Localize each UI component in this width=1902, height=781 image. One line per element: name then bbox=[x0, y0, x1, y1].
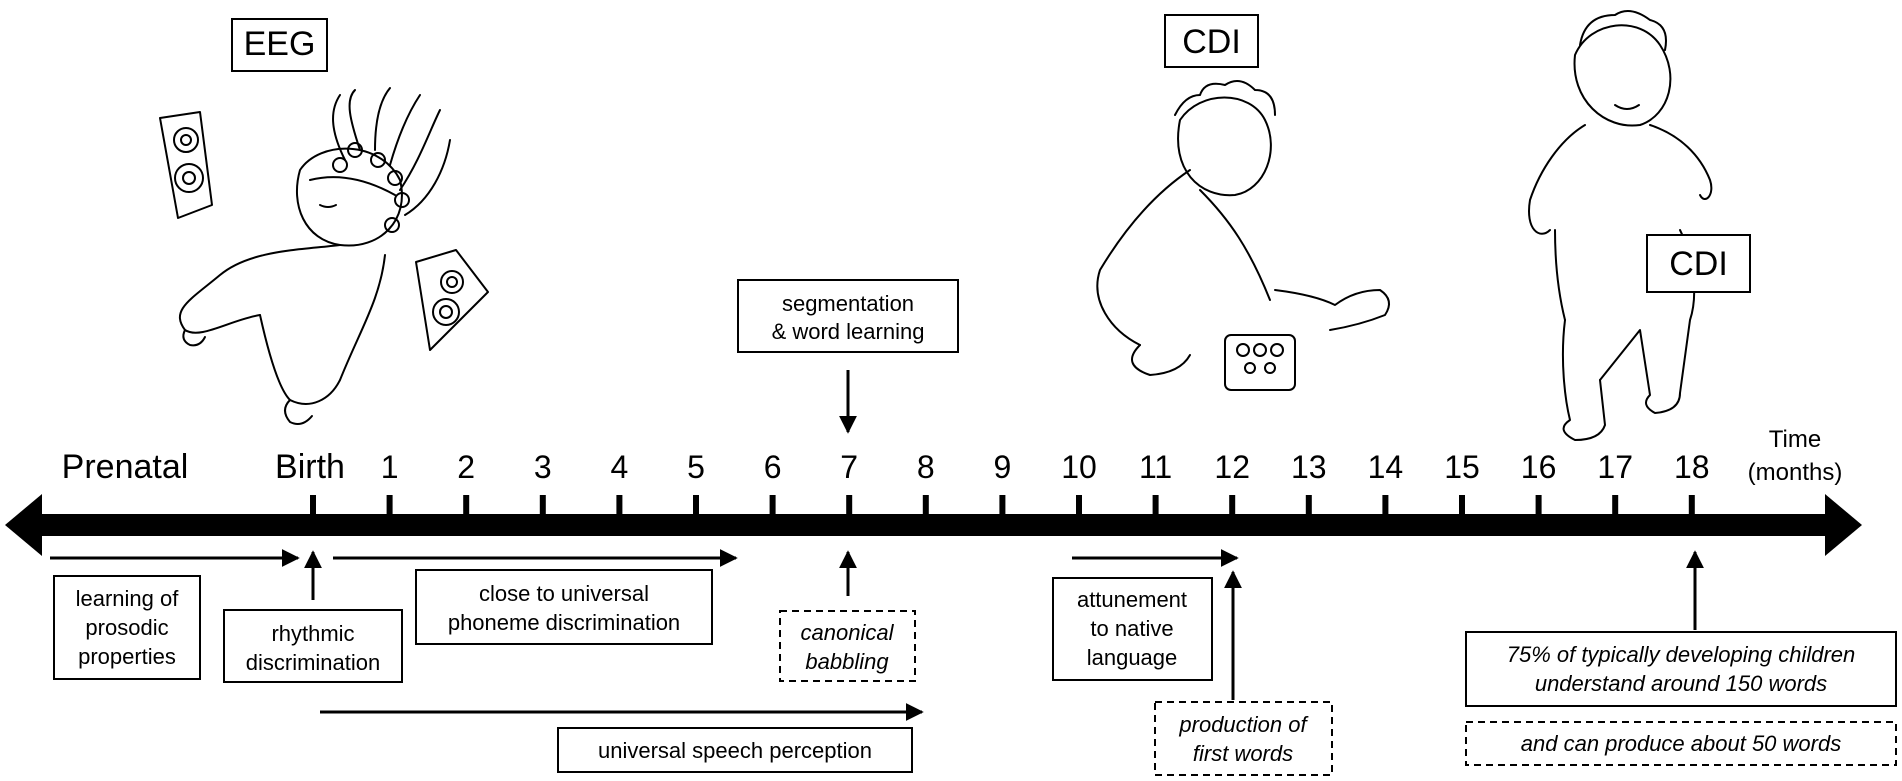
timeline-tick bbox=[386, 495, 393, 515]
timeline-bar bbox=[38, 514, 1848, 536]
segmentation-box bbox=[737, 279, 959, 353]
babbling-line-2: babbling bbox=[805, 649, 889, 674]
infant-eeg-drawing bbox=[179, 87, 451, 425]
attunement-line-1: attunement bbox=[1077, 587, 1187, 612]
timeline-arrowhead-left bbox=[5, 494, 42, 556]
prosodic-line-1: learning of bbox=[76, 586, 180, 611]
rhythmic-line-1: rhythmic bbox=[271, 621, 354, 646]
month-label: 12 bbox=[1214, 449, 1250, 485]
rhythmic-box bbox=[223, 609, 403, 683]
cdi-label-box-toddler bbox=[1164, 14, 1259, 68]
prosodic-line-2: prosodic bbox=[85, 615, 168, 640]
month-label: 3 bbox=[534, 449, 552, 485]
understand-line-1: 75% of typically developing children bbox=[1507, 642, 1856, 667]
timeline-tick bbox=[693, 495, 699, 515]
prenatal-label: Prenatal bbox=[62, 448, 189, 486]
month-label: 15 bbox=[1444, 449, 1480, 485]
eeg-label-box bbox=[231, 18, 328, 72]
month-label: 10 bbox=[1061, 449, 1097, 485]
birth-label: Birth bbox=[275, 448, 345, 486]
walking-child-drawing bbox=[1528, 10, 1713, 441]
timeline-tick bbox=[539, 495, 546, 515]
timeline-tick bbox=[922, 495, 929, 515]
month-label: 14 bbox=[1368, 449, 1404, 485]
prosodic-line-3: properties bbox=[78, 644, 176, 669]
cdi-label-walker: CDI bbox=[1669, 245, 1728, 283]
first-words-line-1: production of bbox=[1178, 712, 1309, 737]
cdi-label-box-walker bbox=[1646, 234, 1751, 293]
phoneme-line-2: phoneme discrimination bbox=[448, 610, 680, 635]
produce-box bbox=[1465, 721, 1897, 766]
universal-box bbox=[557, 727, 913, 773]
timeline-tick-birth bbox=[310, 495, 316, 515]
segmentation-line-2: & word learning bbox=[772, 319, 925, 344]
babbling-line-1: canonical bbox=[801, 620, 895, 645]
speaker-icon bbox=[415, 249, 489, 351]
month-label: 7 bbox=[840, 449, 858, 485]
month-label: 11 bbox=[1139, 449, 1172, 485]
timeline-ticks bbox=[310, 495, 1695, 515]
toddler-drawing bbox=[1096, 80, 1390, 391]
first-words-line-2: first words bbox=[1193, 741, 1293, 766]
understand-line-2: understand around 150 words bbox=[1535, 671, 1827, 696]
timeline-tick bbox=[616, 495, 623, 515]
universal-line: universal speech perception bbox=[598, 738, 872, 763]
phoneme-line-1: close to universal bbox=[479, 581, 649, 606]
timeline-tick bbox=[1152, 495, 1159, 515]
time-unit-label: (months) bbox=[1748, 459, 1843, 486]
timeline-tick bbox=[999, 495, 1006, 515]
month-label: 1 bbox=[381, 449, 399, 485]
month-label: 4 bbox=[611, 449, 629, 485]
month-label: 16 bbox=[1521, 449, 1557, 485]
time-label: Time bbox=[1769, 426, 1821, 453]
timeline-tick bbox=[1688, 495, 1695, 515]
cdi-label-toddler: CDI bbox=[1182, 23, 1241, 61]
first-words-box bbox=[1154, 701, 1333, 776]
month-label: 2 bbox=[457, 449, 475, 485]
month-label: 8 bbox=[917, 449, 935, 485]
month-label: 18 bbox=[1674, 449, 1710, 485]
timeline-tick bbox=[1612, 495, 1619, 515]
rhythmic-line-2: discrimination bbox=[246, 650, 381, 675]
babbling-box bbox=[779, 610, 916, 682]
segmentation-line-1: segmentation bbox=[782, 291, 914, 316]
timeline-arrowhead-right bbox=[1825, 494, 1862, 556]
timeline-tick bbox=[846, 495, 853, 515]
timeline-tick bbox=[1229, 495, 1236, 515]
attunement-line-3: language bbox=[1087, 645, 1178, 670]
phoneme-box bbox=[415, 569, 713, 645]
month-label: 5 bbox=[687, 449, 705, 485]
timeline-tick bbox=[1305, 495, 1312, 515]
understand-box bbox=[1465, 631, 1897, 707]
timeline-tick bbox=[1076, 495, 1082, 515]
month-label: 6 bbox=[764, 449, 782, 485]
month-label: 13 bbox=[1291, 449, 1327, 485]
prosodic-box bbox=[53, 575, 201, 680]
produce-line: and can produce about 50 words bbox=[1521, 731, 1841, 756]
speaker-icon bbox=[159, 111, 213, 219]
attunement-box bbox=[1052, 577, 1213, 681]
eeg-label: EEG bbox=[244, 25, 316, 63]
timeline-tick bbox=[1535, 495, 1542, 515]
timeline-tick bbox=[1382, 495, 1389, 515]
month-label: 9 bbox=[994, 449, 1012, 485]
timeline-tick bbox=[463, 495, 470, 515]
month-label: 17 bbox=[1597, 449, 1633, 485]
attunement-line-2: to native bbox=[1090, 616, 1173, 641]
timeline-tick bbox=[1459, 495, 1465, 515]
timeline-tick bbox=[769, 495, 776, 515]
